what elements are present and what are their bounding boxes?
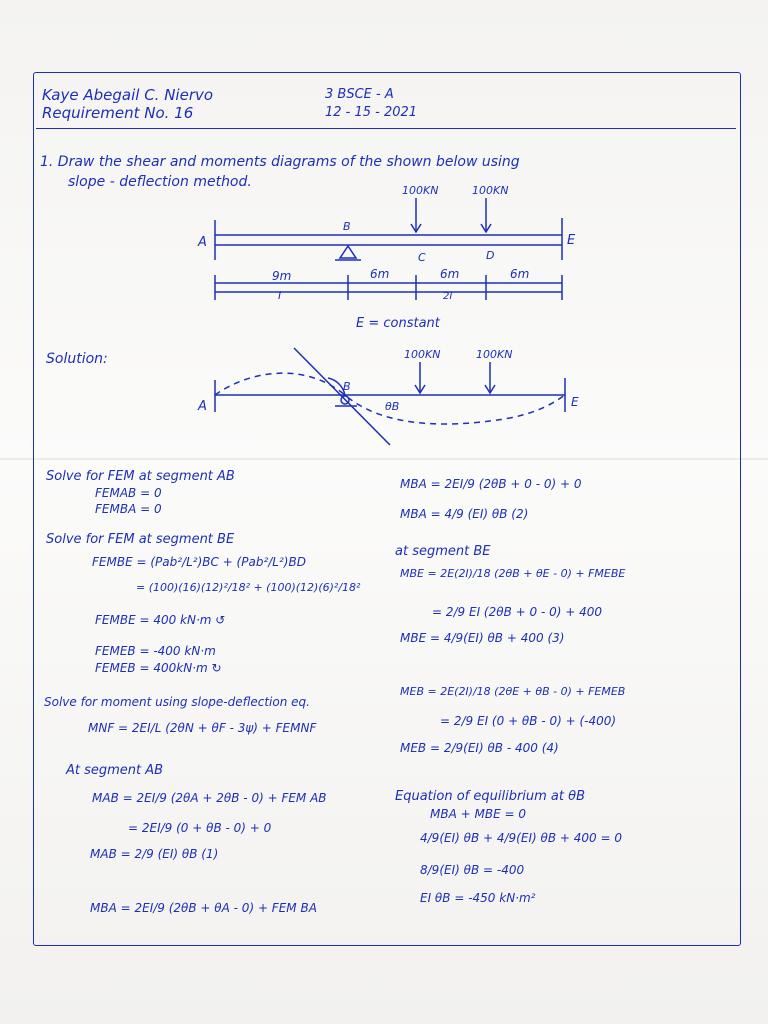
left-line-16: MBA = 2EI/9 (2θB + θA - 0) + FEM BA	[90, 901, 317, 915]
right-line-2: MBA = 4/9 (EI) θB (2)	[400, 507, 529, 521]
deflected-shape-diagram: 100KN 100KN A B E θB	[197, 347, 579, 446]
left-line-4: Solve for FEM at segment BE	[46, 532, 235, 547]
pin-support-b	[338, 244, 358, 259]
right-line-5: = 2/9 EI (2θB + 0 - 0) + 400	[432, 605, 603, 619]
left-line-2: FEMAB = 0	[95, 486, 162, 500]
left-line-10: Solve for moment using slope-deflection …	[44, 695, 310, 709]
page-border	[33, 72, 741, 946]
right-line-8: = 2/9 EI (0 + θB - 0) + (-400)	[440, 714, 617, 728]
right-line-9: MEB = 2/9(EI) θB - 400 (4)	[400, 741, 559, 755]
inertia-be: 2I	[443, 291, 452, 302]
solution-load-left: 100KN	[404, 348, 440, 361]
e-constant: E = constant	[356, 316, 441, 330]
span-bc: 6m	[370, 267, 389, 281]
load-arrowhead-d	[480, 223, 492, 234]
span-de: 6m	[510, 267, 529, 281]
right-line-12: 4/9(EI) θB + 4/9(EI) θB + 400 = 0	[420, 831, 622, 845]
requirement-number: Requirement No. 16	[42, 104, 194, 122]
rotation-arc	[327, 377, 346, 396]
left-line-15: MAB = 2/9 (EI) θB (1)	[90, 847, 219, 861]
solution-label: Solution:	[46, 351, 108, 367]
solution-label-b: B	[343, 380, 351, 393]
left-line-12: At segment AB	[66, 763, 164, 778]
left-line-6: = (100)(16)(12)²/18² + (100)(12)(6)²/18²	[136, 581, 361, 594]
left-line-9: FEMEB = 400kN·m ↻	[95, 661, 222, 675]
right-line-1: MBA = 2EI/9 (2θB + 0 - 0) + 0	[400, 477, 582, 491]
beam-label-d: D	[486, 249, 494, 262]
right-line-3: at segment BE	[395, 544, 491, 559]
date: 12 - 15 - 2021	[325, 105, 418, 120]
left-line-13: MAB = 2EI/9 (2θA + 2θB - 0) + FEM AB	[92, 791, 327, 805]
course-section: 3 BSCE - A	[325, 87, 394, 102]
left-line-8: FEMEB = -400 kN·m	[95, 644, 216, 658]
beam-label-b: B	[343, 220, 351, 233]
problem-line-2: slope - deflection method.	[68, 174, 252, 190]
deflected-curve	[214, 372, 566, 425]
beam-label-a: A	[197, 235, 207, 250]
left-line-3: FEMBA = 0	[95, 502, 162, 516]
beam-label-e: E	[567, 233, 576, 248]
right-line-10: Equation of equilibrium at θB	[395, 789, 586, 804]
left-line-5: FEMBE = (Pab²/L²)BC + (Pab²/L²)BD	[92, 555, 306, 569]
right-line-11: MBA + MBE = 0	[430, 807, 526, 821]
beam-diagram: 100KN 100KN A B C D E 9m 6m 6m 6m I 2I E…	[197, 184, 576, 330]
left-line-11: MNF = 2EI/L (2θN + θF - 3ψ) + FEMNF	[88, 721, 317, 735]
paper-fold-line	[0, 458, 768, 460]
right-line-14: EI θB = -450 kN·m²	[420, 891, 536, 905]
span-cd: 6m	[440, 267, 459, 281]
beam-label-c: C	[418, 251, 426, 264]
beam-load-right: 100KN	[472, 184, 508, 197]
left-line-7: FEMBE = 400 kN·m ↺	[95, 613, 226, 627]
left-line-14: = 2EI/9 (0 + θB - 0) + 0	[128, 821, 272, 835]
solution-load-right: 100KN	[476, 348, 512, 361]
beam-load-left: 100KN	[402, 184, 438, 197]
solution-label-e: E	[571, 395, 579, 409]
span-ab: 9m	[272, 269, 291, 283]
right-line-6: MBE = 4/9(EI) θB + 400 (3)	[400, 631, 565, 645]
theta-b-label: θB	[385, 400, 399, 413]
inertia-ab: I	[278, 289, 281, 302]
right-line-13: 8/9(EI) θB = -400	[420, 863, 525, 877]
load-arrowhead-c	[410, 223, 422, 234]
right-line-7: MEB = 2E(2I)/18 (2θE + θB - 0) + FEMEB	[400, 685, 626, 698]
problem-line-1: 1. Draw the shear and moments diagrams o…	[40, 154, 520, 170]
right-line-4: MBE = 2E(2I)/18 (2θB + θE - 0) + FMEBE	[400, 567, 626, 580]
solution-label-a: A	[197, 399, 207, 414]
header-divider	[36, 128, 736, 130]
left-line-1: Solve for FEM at segment AB	[46, 469, 235, 484]
student-name: Kaye Abegail C. Niervo	[42, 86, 214, 104]
